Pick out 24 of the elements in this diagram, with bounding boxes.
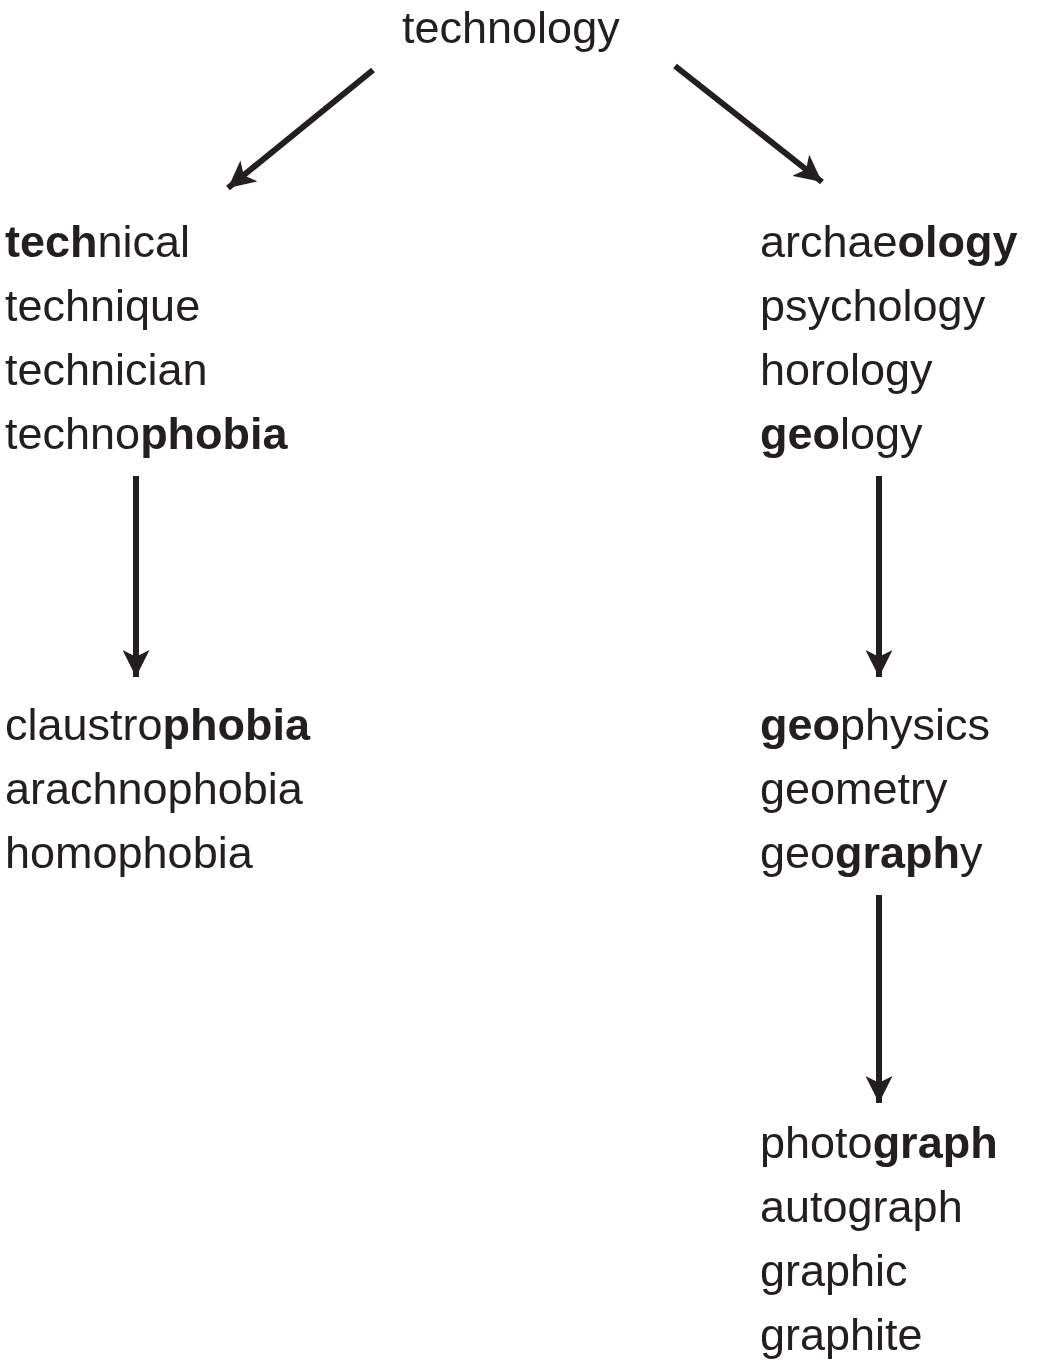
- word-label: homophobia: [5, 826, 254, 880]
- arrow: [122, 476, 150, 677]
- word-label: technophobia: [5, 407, 288, 461]
- arrow: [865, 476, 893, 677]
- word-label: arachnophobia: [5, 762, 304, 816]
- word-label: archaeology: [760, 215, 1018, 269]
- word-label: geography: [760, 826, 984, 880]
- arrow: [226, 67, 375, 191]
- word-label: technique: [5, 279, 202, 333]
- word-label: technology: [402, 1, 620, 55]
- arrow: [673, 63, 824, 185]
- word-label: technical: [5, 215, 192, 269]
- word-label: claustrophobia: [5, 698, 311, 752]
- word-label: geology: [760, 407, 924, 461]
- word-label: geometry: [760, 762, 949, 816]
- word-label: horology: [760, 343, 934, 397]
- word-label: psychology: [760, 279, 987, 333]
- arrow: [865, 895, 893, 1103]
- word-label: autograph: [760, 1180, 964, 1234]
- word-label: geophysics: [760, 698, 991, 752]
- word-label: graphic: [760, 1244, 909, 1298]
- word-label: photograph: [760, 1116, 998, 1170]
- word-label: graphite: [760, 1308, 924, 1362]
- word-label: technician: [5, 343, 209, 397]
